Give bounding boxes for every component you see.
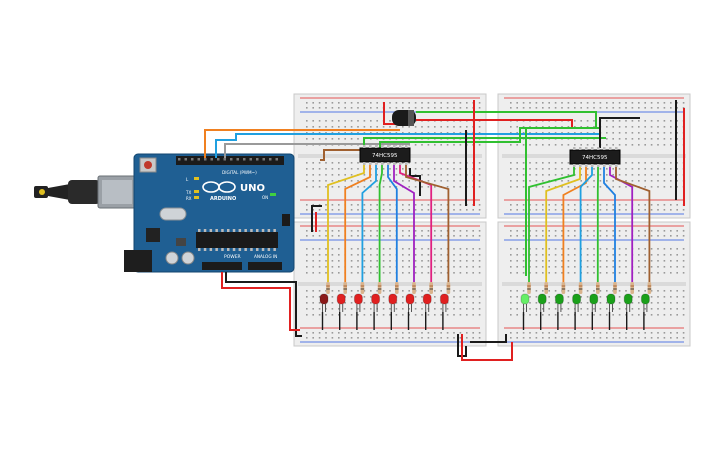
reset-button[interactable] [144, 161, 152, 169]
left-led-1[interactable] [320, 294, 328, 304]
right-led-5[interactable] [590, 294, 598, 304]
right-led-8[interactable] [641, 294, 649, 304]
left-resistor-4 [378, 282, 382, 294]
arduino-model: UNO [240, 183, 265, 194]
left-resistor-6 [412, 282, 416, 294]
on-label: ON [262, 195, 268, 200]
right-led-2[interactable] [538, 294, 546, 304]
right-resistor-8 [648, 282, 652, 294]
power-led [270, 193, 276, 196]
left-resistor-5 [395, 282, 399, 294]
left-resistor-3 [361, 282, 365, 294]
left-led-2[interactable] [337, 294, 345, 304]
atmega-chip [196, 232, 278, 248]
left-led-6[interactable] [406, 294, 414, 304]
left-resistor-7 [429, 282, 433, 294]
left-led-4[interactable] [372, 294, 380, 304]
left-resistor-1 [326, 282, 330, 294]
usb-cable [34, 176, 136, 208]
right-led-7[interactable] [624, 294, 632, 304]
right-resistor-5 [596, 282, 600, 294]
chip-label-right: 74HC595 [582, 155, 608, 161]
left-resistor-8 [447, 282, 451, 294]
right-resistor-7 [630, 282, 634, 294]
tx-label: TX [185, 190, 191, 195]
analog-label: ANALOG IN [254, 254, 277, 259]
left-led-7[interactable] [423, 294, 431, 304]
arduino-brand: ARDUINO [210, 196, 236, 202]
right-led-6[interactable] [607, 294, 615, 304]
rx-label: RX [186, 196, 192, 201]
left-led-3[interactable] [354, 294, 362, 304]
shift-register-right[interactable]: 74HC595 [570, 147, 620, 167]
chip-label-left: 74HC595 [372, 153, 398, 159]
digital-label: DIGITAL (PWM~) [222, 170, 257, 175]
right-resistor-2 [544, 282, 548, 294]
right-led-3[interactable] [555, 294, 563, 304]
right-resistor-1 [527, 282, 531, 294]
arduino-board[interactable]: DIGITAL (PWM~) ARDUINO UNO TX RX L ON PO… [34, 154, 294, 272]
breadboards [294, 94, 690, 346]
right-led-1[interactable] [521, 294, 529, 304]
power-jack [124, 250, 152, 272]
electrolytic-capacitor [392, 110, 416, 126]
right-resistor-3 [562, 282, 566, 294]
left-led-8[interactable] [440, 294, 448, 304]
shift-register-left[interactable]: 74HC595 [360, 145, 410, 165]
left-resistor-2 [343, 282, 347, 294]
right-resistor-4 [579, 282, 583, 294]
right-resistor-6 [613, 282, 617, 294]
right-led-4[interactable] [573, 294, 581, 304]
left-led-5[interactable] [389, 294, 397, 304]
power-label: POWER [224, 254, 241, 260]
